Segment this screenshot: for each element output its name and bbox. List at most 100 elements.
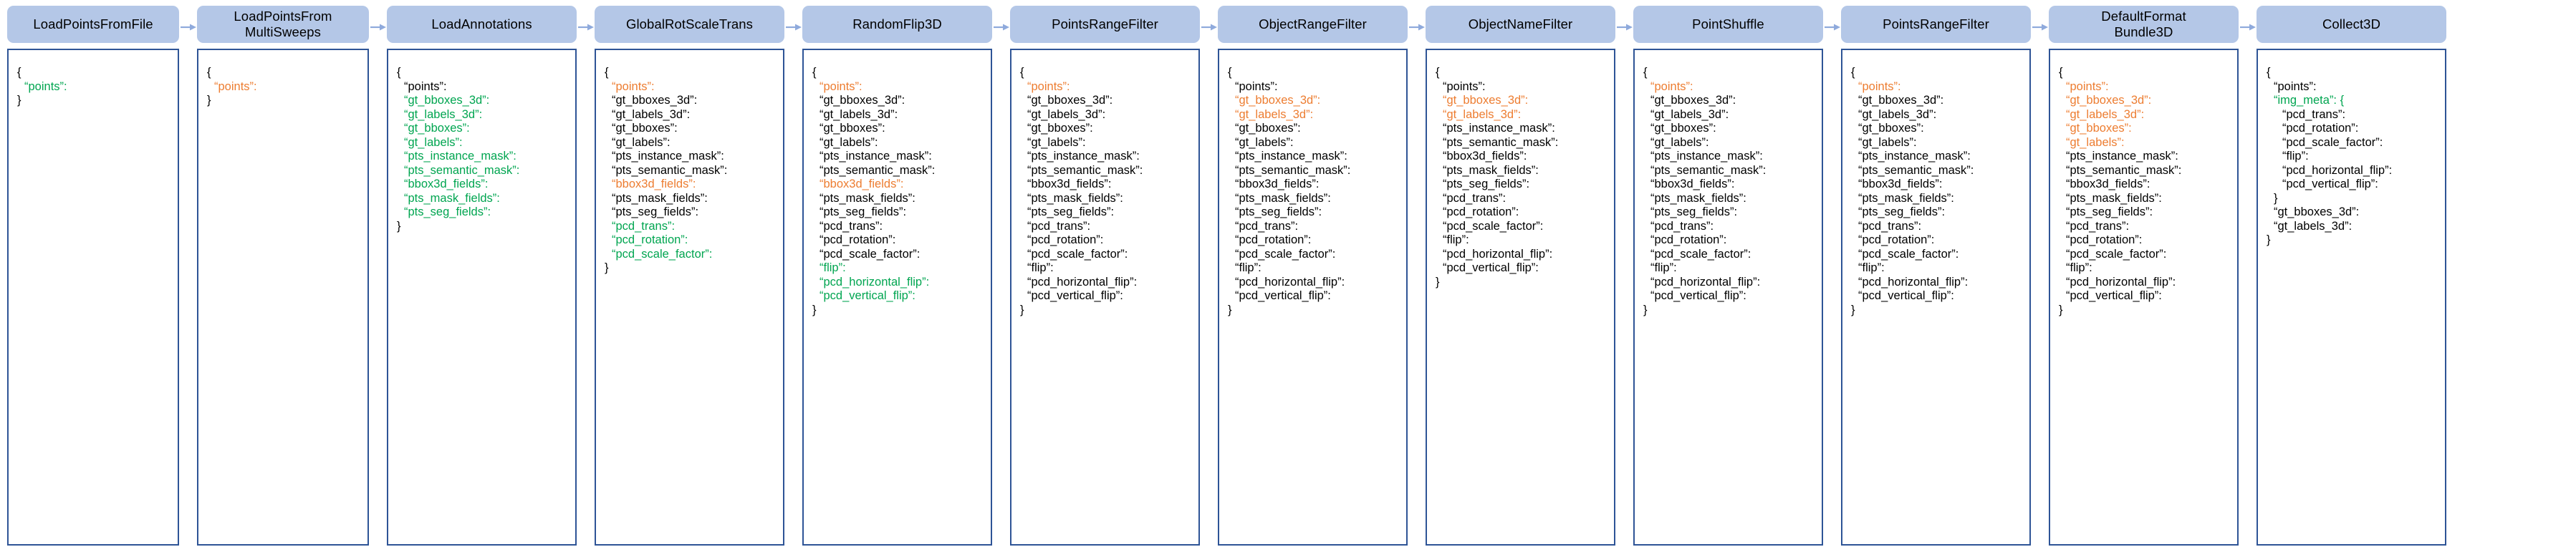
dict-key-line: “pts_semantic_mask”:: [404, 163, 520, 177]
stage-label-load-annotations: LoadAnnotations: [431, 16, 532, 32]
dict-key-line: “pcd_rotation”:: [1858, 233, 1935, 246]
dict-key-line: “points”:: [404, 79, 447, 93]
dict-key-line: “flip”:: [1858, 261, 1885, 274]
stage-dict-load-annotations: {“points”:“gt_bboxes_3d”:“gt_labels_3d”:…: [388, 66, 575, 233]
stage-header-random-flip-3d[interactable]: RandomFlip3D: [802, 6, 992, 43]
stage-panel-collect-3d: {“points”:“img_meta”: {“pcd_trans”:“pcd_…: [2257, 49, 2446, 546]
dict-key-line: “pts_mask_fields”:: [1235, 191, 1331, 205]
stage-header-object-name-filter[interactable]: ObjectNameFilter: [1426, 6, 1615, 43]
dict-key-line: “gt_labels_3d”:: [1650, 107, 1729, 121]
stage-panel-point-shuffle: {“points”:“gt_bboxes_3d”:“gt_labels_3d”:…: [1633, 49, 1823, 546]
stage-header-global-rot-scale-trans[interactable]: GlobalRotScaleTrans: [595, 6, 784, 43]
dict-key-line: “pcd_vertical_flip”:: [1858, 289, 1954, 302]
pipeline-stage-load-annotations: LoadAnnotations {“points”:“gt_bboxes_3d”:…: [387, 0, 577, 557]
stage-header-points-range-filter-1[interactable]: PointsRangeFilter: [1010, 6, 1200, 43]
dict-key-line: “pts_semantic_mask”:: [1235, 163, 1351, 177]
dict-key-line: “gt_labels”:: [1027, 135, 1086, 149]
dict-key-line: “pcd_horizontal_flip”:: [1235, 275, 1345, 289]
stage-header-load-annotations[interactable]: LoadAnnotations: [387, 6, 577, 43]
flow-arrow-load-points-from-file-to-load-points-from-multi-sweeps: [179, 23, 197, 31]
dict-key-line: “flip”:: [1235, 261, 1261, 274]
dict-key-line: “pcd_rotation”:: [612, 233, 688, 246]
dict-key-line: “bbox3d_fields”:: [404, 178, 489, 190]
dict-key-line: “pcd_trans”:: [1027, 219, 1091, 233]
dict-key-line: “pts_semantic_mask”:: [1027, 163, 1143, 177]
dict-key-line: {: [2059, 66, 2063, 79]
dict-key-line: “pts_semantic_mask”:: [1858, 163, 1974, 177]
pipeline-stage-points-range-filter-2: PointsRangeFilter{“points”:“gt_bboxes_3d…: [1841, 0, 2031, 557]
pipeline-stage-global-rot-scale-trans: GlobalRotScaleTrans{“points”:“gt_bboxes_…: [595, 0, 784, 557]
stage-dict-random-flip-3d: {“points”:“gt_bboxes_3d”:“gt_labels_3d”:…: [804, 66, 991, 317]
dict-key-line: “pcd_scale_factor”:: [1858, 247, 1959, 261]
dict-key-line: “bbox3d_fields”:: [1650, 178, 1735, 190]
stage-header-load-points-from-file[interactable]: LoadPointsFromFile: [7, 6, 179, 43]
dict-key-line: “bbox3d_fields”:: [1443, 150, 1527, 163]
dict-key-line: “pcd_trans”:: [1235, 219, 1299, 233]
dict-key-line: {: [2267, 66, 2271, 79]
dict-key-line: “gt_labels_3d”:: [1858, 107, 1937, 121]
dict-key-line: “pts_seg_fields”:: [612, 205, 699, 218]
stage-header-point-shuffle[interactable]: PointShuffle: [1633, 6, 1823, 43]
dict-key-line: }: [812, 303, 817, 316]
dict-key-line: “gt_bboxes_3d”:: [1443, 94, 1529, 107]
dict-key-line: “pts_seg_fields”:: [404, 205, 491, 218]
dict-key-line: “bbox3d_fields”:: [820, 178, 904, 190]
dict-key-line: “pts_mask_fields”:: [1858, 191, 1954, 205]
dict-key-line: “pcd_scale_factor”:: [2282, 135, 2383, 149]
dict-key-line: “gt_labels”:: [612, 135, 671, 149]
dict-key-line: }: [1851, 303, 1855, 316]
dict-key-line: “pcd_vertical_flip”:: [1027, 289, 1123, 302]
dict-key-line: “pcd_horizontal_flip”:: [1858, 275, 1969, 289]
dict-key-line: “gt_bboxes_3d”:: [820, 94, 905, 107]
dict-key-line: “pts_seg_fields”:: [1027, 205, 1115, 218]
dict-key-line: “pcd_scale_factor”:: [1650, 247, 1751, 261]
dict-key-line: “points”:: [2066, 79, 2109, 93]
stage-header-collect-3d[interactable]: Collect3D: [2257, 6, 2446, 43]
dict-key-line: {: [207, 66, 211, 79]
dict-key-line: “pts_mask_fields”:: [404, 191, 500, 205]
dict-key-line: “pts_instance_mask”:: [1858, 150, 1971, 163]
pipeline-stage-object-name-filter: ObjectNameFilter {“points”:“gt_bboxes_3d”…: [1426, 0, 1615, 557]
flow-arrow-object-name-filter-to-point-shuffle: [1615, 23, 1633, 31]
stage-header-points-range-filter-2[interactable]: PointsRangeFilter: [1841, 6, 2031, 43]
stage-header-object-range-filter[interactable]: ObjectRangeFilter: [1218, 6, 1408, 43]
stage-panel-object-name-filter: {“points”:“gt_bboxes_3d”:“gt_labels_3d”:…: [1426, 49, 1615, 546]
flow-arrow-default-format-bundle-3d-to-collect-3d: [2239, 23, 2257, 31]
dict-key-line: “pcd_vertical_flip”:: [2282, 178, 2378, 190]
dict-key-line: “pts_seg_fields”:: [2066, 205, 2153, 218]
pipeline-stage-point-shuffle: PointShuffle {“points”:“gt_bboxes_3d”:“gt…: [1633, 0, 1823, 557]
dict-key-line: }: [605, 261, 609, 274]
dict-key-line: “flip”:: [1027, 261, 1054, 274]
dict-key-line: “bbox3d_fields”:: [1858, 178, 1943, 190]
dict-key-line: {: [1436, 66, 1440, 79]
dict-key-line: “pts_instance_mask”:: [1443, 122, 1555, 135]
dict-key-line: “points”:: [24, 79, 67, 93]
dict-key-line: }: [207, 94, 211, 107]
dict-key-line: “pcd_trans”:: [820, 219, 883, 233]
dict-key-line: “pts_instance_mask”:: [612, 150, 724, 163]
pipeline-stage-load-points-from-file: LoadPointsFromFile{“points”:}: [7, 0, 179, 557]
stage-panel-load-annotations: {“points”:“gt_bboxes_3d”:“gt_labels_3d”:…: [387, 49, 577, 546]
stage-panel-points-range-filter-1: {“points”:“gt_bboxes_3d”:“gt_labels_3d”:…: [1010, 49, 1200, 546]
dict-key-line: }: [2267, 233, 2271, 246]
dict-key-line: {: [397, 66, 401, 79]
flow-arrow-load-points-from-multi-sweeps-to-load-annotations: [369, 23, 387, 31]
dict-key-line: “gt_bboxes”:: [404, 122, 470, 135]
stage-panel-random-flip-3d: {“points”:“gt_bboxes_3d”:“gt_labels_3d”:…: [802, 49, 992, 546]
dict-key-line: “pts_instance_mask”:: [1650, 150, 1763, 163]
dict-key-line: “points”:: [1650, 79, 1693, 93]
dict-key-line: “pcd_horizontal_flip”:: [1027, 275, 1138, 289]
dict-key-line: “gt_labels_3d”:: [612, 107, 691, 121]
stage-dict-load-points-from-multi-sweeps: {“points”:}: [198, 66, 367, 108]
dict-key-line: “gt_bboxes”:: [612, 122, 678, 135]
dict-key-line: “gt_labels_3d”:: [2274, 219, 2352, 233]
dict-key-line: “gt_labels_3d”:: [2066, 107, 2145, 121]
dict-key-line: “gt_bboxes_3d”:: [1235, 94, 1321, 107]
dict-key-line: {: [1228, 66, 1232, 79]
dict-key-line: “gt_labels_3d”:: [404, 107, 483, 121]
dict-key-line: “points”:: [820, 79, 862, 93]
dict-key-line: “gt_bboxes”:: [1235, 122, 1301, 135]
dict-key-line: “pts_mask_fields”:: [820, 191, 915, 205]
